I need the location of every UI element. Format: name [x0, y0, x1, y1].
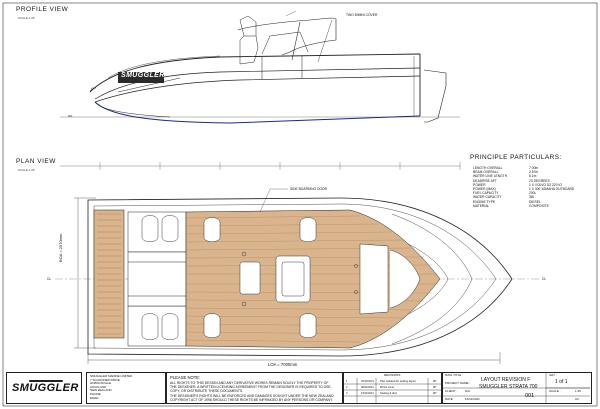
- company-line: EMAIL: [90, 395, 100, 400]
- company-line: PHONE: [90, 391, 101, 396]
- brand-swoosh-icon: [29, 380, 63, 382]
- revisions-table: REVISIONS 1 26/10/2021 Plan updated for …: [343, 372, 442, 404]
- cl-left-label: CL: [47, 277, 52, 281]
- deck-seats: [141, 215, 421, 340]
- swim-platform: [93, 209, 125, 339]
- company-block: SMUGGLER MARINE LIMITED 7 SCHOONER DRIVE…: [86, 372, 166, 404]
- client-value: N/A: [465, 389, 471, 393]
- drawing-info: DWG TITLE : LAYOUT REVISION F PROJECT NA…: [442, 372, 592, 404]
- project-label: PROJECT NAME :: [445, 381, 471, 385]
- revision-row: 1 26/10/2021 Plan updated for seating la…: [346, 380, 437, 383]
- dwg-title-label: DWG TITLE :: [445, 373, 463, 377]
- revision-row: 3 15/11/2021 Seating & door MT: [346, 392, 437, 395]
- bimini-annotation: TWO BIMINI COVER: [346, 13, 378, 17]
- notice-line: COPY, OR DISTRIBUTE THESE DOCUMENTS.: [170, 389, 244, 394]
- plan-scale: SCALE 1:35: [18, 168, 35, 172]
- dwg-title: LAYOUT REVISION F: [481, 377, 531, 383]
- brand-logo: SMUGGLER: [12, 382, 79, 394]
- revisions-header: REVISIONS: [384, 373, 401, 377]
- plan-view-title: PLAN VIEW: [16, 158, 56, 165]
- date-value: 15/11/2021: [465, 397, 480, 401]
- profile-view-title: PROFILE VIEW: [16, 6, 69, 13]
- date-label: DATE :: [445, 397, 455, 401]
- dwg-number: 001: [525, 393, 535, 399]
- copyright-notice: PLEASE NOTE: ALL RIGHTS TO THIS DESIGN A…: [166, 372, 343, 404]
- company-line: NEW ZEALAND: [90, 388, 112, 393]
- particulars-title: PRINCIPLE PARTICULARS:: [470, 154, 562, 161]
- sheet-label: SHT :: [549, 373, 557, 377]
- side-door-note: SIDE BOARDING DOOR: [290, 187, 328, 191]
- notice-title: PLEASE NOTE:: [170, 375, 201, 380]
- scale-label: SCALE :: [549, 389, 561, 393]
- scale-value: 1:35: [575, 389, 581, 393]
- client-label: CLIENT :: [445, 389, 458, 393]
- company-line: HOBSONVILLE: [90, 381, 112, 386]
- profile-wl-label: WL: [68, 114, 73, 118]
- hull-logo-band: [118, 72, 164, 83]
- notice-line: COPYRIGHT ACT OF 1998 SHOULD THESE RIGHT…: [170, 397, 333, 402]
- boa-dimension: BOA = 2570mm: [58, 233, 63, 262]
- project-name: SMUGGLER STRATA 700: [479, 384, 538, 390]
- sheet-value: 1 of 1: [555, 379, 568, 385]
- loa-dimension: LOA = 7000mm: [268, 362, 298, 367]
- profile-scale: SCALE 1:35: [18, 16, 35, 20]
- notice-line: ALL RIGHTS TO THIS DESIGN AND ANY DERIVA…: [170, 381, 329, 385]
- revision-row: 2 08/11/2021 Bimini cover MT: [346, 386, 437, 389]
- paper-size: A3: [575, 397, 579, 401]
- title-block-logo: SMUGGLER: [6, 372, 82, 404]
- station-ticks: [60, 162, 461, 170]
- company-line: AUCKLAND: [90, 384, 107, 389]
- cl-right-label: CL: [542, 277, 547, 281]
- company-line: SMUGGLER MARINE LIMITED: [90, 374, 133, 378]
- notice-line: THE DESIGNER. A WRITTEN LICENSING AGREEM…: [170, 385, 332, 390]
- spec-row: POWER (MAX)1 X 300 YAMAHA OUTBOARD: [473, 187, 575, 192]
- notice-line: THE DESIGNER'S RIGHTS WILL BE ENFORCED A…: [170, 393, 334, 398]
- hull-brand: SMUGGLER: [121, 72, 165, 79]
- profile-view-drawing: [60, 10, 460, 124]
- teak-deck: [185, 209, 441, 349]
- company-line: 7 SCHOONER DRIVE: [90, 377, 120, 382]
